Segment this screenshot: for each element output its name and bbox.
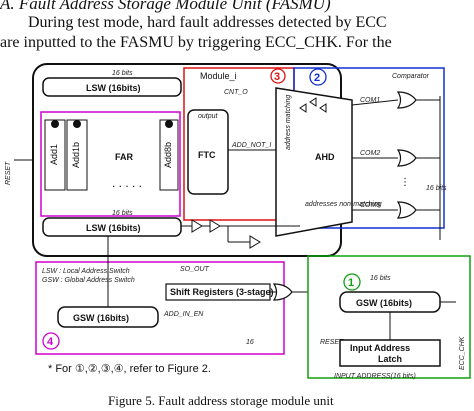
gsw-left-label: GSW (16bits) — [73, 313, 129, 323]
input-latch-line-2: Latch — [378, 354, 402, 364]
ftc-output-label: output — [198, 113, 219, 120]
ahd-label: AHD — [315, 152, 335, 162]
badge-4-circle — [42, 332, 60, 350]
cnt-signal-label: CNT_O — [224, 89, 248, 96]
gsw-note: GSW : Global Address Switch — [42, 277, 135, 284]
paragraph-line-2: are inputted to the FASMU by triggering … — [0, 34, 392, 51]
inverter-2 — [209, 219, 221, 233]
so-signal-label: SO_OUT — [180, 266, 210, 273]
storage-dot — [51, 120, 59, 128]
addr-nonmatching-label: addresses non-matching — [305, 201, 382, 208]
far-group-box — [40, 111, 181, 217]
module-i-label: Module_i — [200, 71, 237, 81]
section-heading: A. Fault Address Storage Module Unit (FA… — [0, 0, 331, 13]
input-address-label: INPUT ADDRESS(16 bits) — [334, 373, 416, 380]
bits-16-label: 16 — [246, 339, 254, 346]
storage-dot — [73, 120, 81, 128]
xor-gate-1 — [396, 91, 417, 109]
far-label: FAR — [115, 152, 134, 162]
bits-mid-label: 16 bits — [112, 210, 133, 217]
xor-gate-8 — [396, 201, 417, 219]
ecc-chk-label: ECC_CHK — [459, 336, 466, 370]
region-1-box — [307, 255, 471, 379]
paragraph-line-1: During test mode, hard fault addresses d… — [28, 14, 387, 31]
figure-caption: Figure 5. Fault address storage module u… — [108, 393, 334, 408]
xor-gate-2 — [396, 149, 417, 167]
comparator-label: Comparator — [392, 73, 430, 80]
bits-right-top-label: 16 bits — [426, 185, 447, 192]
latch-reset-label: RESET — [320, 339, 344, 346]
input-latch-line-1: Input Address — [350, 343, 410, 353]
gsw-right-label: GSW (16bits) — [356, 298, 412, 308]
badge-2: 2 — [314, 72, 320, 84]
lsw-top-label: LSW (16bits) — [86, 83, 141, 93]
add-in-en-label: ADD_IN_EN — [163, 311, 204, 318]
add1b-label: Add1b — [71, 142, 81, 168]
or-gate — [272, 283, 293, 301]
add-signal-label: ADD_NOT_I — [231, 142, 271, 149]
shift-register-label: Shift Registers (3-stage) — [170, 287, 274, 297]
bits-top-label: 16 bits — [112, 70, 133, 77]
comparator-ellipsis: ⋮ — [400, 177, 410, 188]
com2-label: COM2 — [360, 150, 380, 157]
far-ellipsis: . . . . . — [112, 176, 142, 190]
storage-dot — [165, 120, 173, 128]
inverter-1 — [191, 219, 203, 233]
com8-label: COM8 — [360, 202, 380, 209]
lsw-bottom-box — [42, 217, 182, 237]
com1-line — [351, 99, 399, 106]
badge-2-circle — [309, 68, 327, 86]
reset-label: RESET — [5, 161, 12, 185]
ftc-box — [187, 109, 229, 195]
ftc-label: FTC — [198, 150, 216, 160]
bits-right-label: 16 bits — [370, 275, 391, 282]
figure-footnote: * For ①,②,③,④, refer to Figure 2. — [48, 363, 211, 375]
lsw-note: LSW : Local Address Switch — [42, 268, 130, 275]
add1-label: Add1 — [49, 144, 59, 165]
lsw-bottom-label: LSW (16bits) — [86, 223, 141, 233]
ahd-buffers — [299, 97, 327, 113]
badge-4: 4 — [47, 336, 54, 348]
ahd-block — [275, 87, 353, 237]
badge-1-circle — [343, 273, 361, 291]
badge-3: 3 — [274, 71, 280, 83]
add8b-label: Add8b — [163, 142, 173, 168]
badge-3-circle — [270, 68, 286, 84]
lsw-top-box — [42, 77, 182, 97]
region-4-box — [35, 261, 285, 355]
inverter-3 — [249, 235, 261, 249]
badge-1: 1 — [348, 277, 354, 289]
com1-label: COM1 — [360, 97, 380, 104]
addr-matching-label: address matching — [285, 95, 292, 150]
